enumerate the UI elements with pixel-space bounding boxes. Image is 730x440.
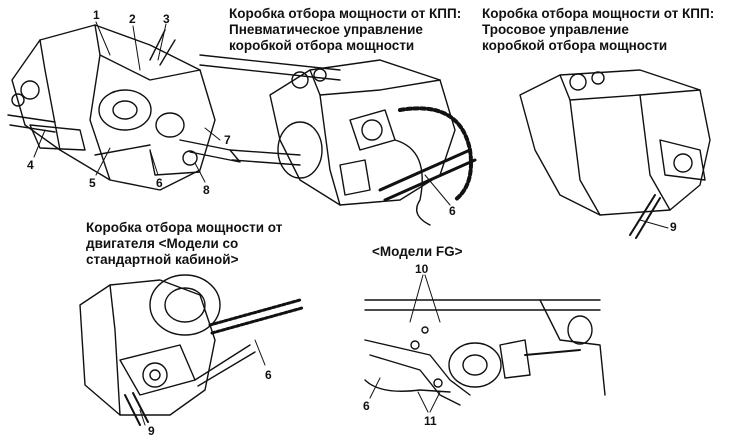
caption-line: Коробка отбора мощности от КПП: (229, 6, 462, 21)
caption-line: коробкой отбора мощности (229, 38, 415, 53)
caption-pneumatic-control: Коробка отбора мощности от КПП: Пневмати… (229, 6, 461, 54)
caption-line: Коробка отбора мощности от (86, 220, 283, 235)
callout-cable-9: 9 (670, 220, 677, 234)
caption-cable-control: Коробка отбора мощности от КПП: Тросовое… (482, 6, 714, 54)
caption-engine-pto: Коробка отбора мощности от двигателя <Мо… (86, 220, 282, 268)
callout-4: 4 (27, 158, 34, 172)
caption-line: стандартной кабиной> (86, 252, 239, 267)
callout-7: 7 (224, 133, 231, 147)
callout-2: 2 (129, 12, 136, 26)
callout-fg-10: 10 (415, 262, 429, 276)
cable-pto-drawing (519, 69, 711, 239)
fg-models-drawing (364, 274, 606, 413)
callout-fg-11: 11 (424, 414, 437, 428)
callout-pneumatic-6: 6 (449, 204, 456, 218)
callout-leaders-overview (33, 21, 221, 183)
engine-pto-drawing (79, 274, 304, 426)
caption-line: Коробка отбора мощности от КПП: (482, 6, 715, 21)
callout-fg-6: 6 (363, 399, 370, 413)
callout-engine-6: 6 (265, 368, 272, 382)
caption-fg-models: <Модели FG> (372, 244, 463, 260)
callout-8: 8 (203, 183, 210, 197)
pneumatic-pto-drawing (269, 59, 477, 226)
callout-1: 1 (93, 8, 100, 22)
callout-6: 6 (156, 176, 163, 190)
caption-line: <Модели FG> (372, 244, 463, 259)
gearbox-pto-overview-drawing (7, 24, 341, 191)
caption-line: двигателя <Модели со (86, 236, 239, 251)
caption-line: Пневматическое управление (229, 22, 423, 37)
callout-3: 3 (163, 12, 170, 26)
caption-line: Тросовое управление (482, 22, 629, 37)
callout-engine-9: 9 (148, 424, 155, 438)
caption-line: коробкой отбора мощности (482, 38, 668, 53)
callout-5: 5 (89, 176, 96, 190)
